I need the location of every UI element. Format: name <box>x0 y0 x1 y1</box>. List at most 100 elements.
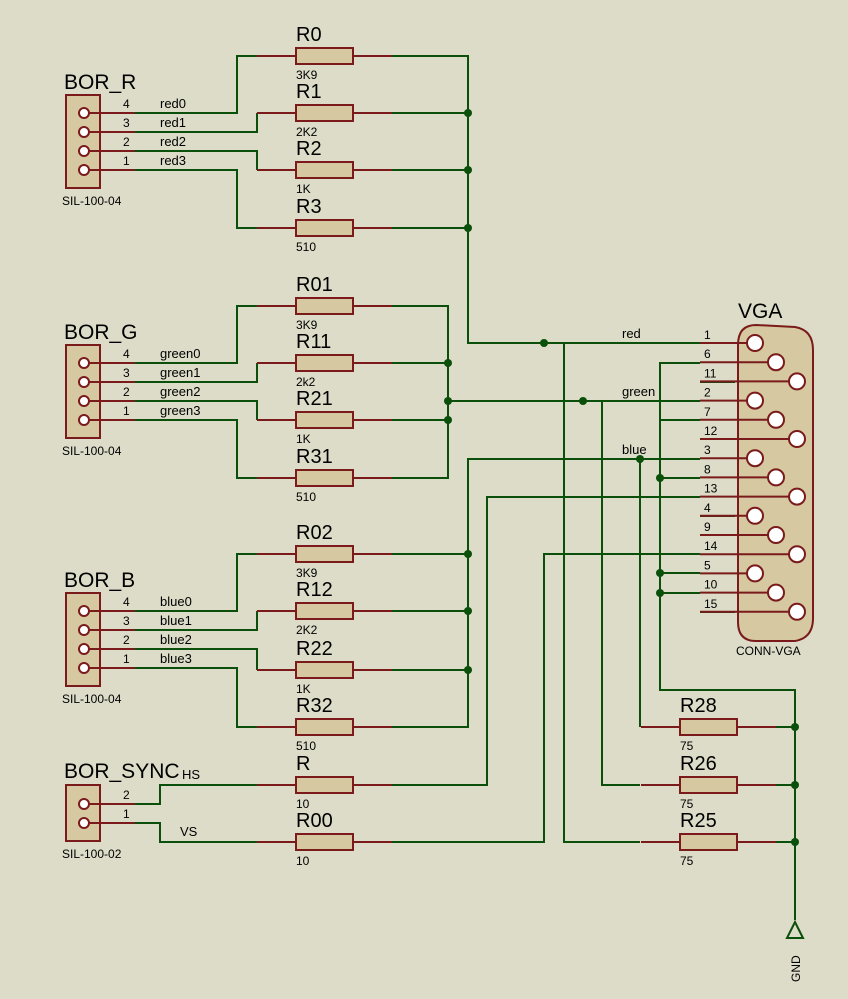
resistor-value: 3K9 <box>296 68 318 82</box>
resistor-r01[interactable]: R01 3K9 <box>257 274 392 332</box>
resistors: R03K9R12K2R21KR3510R013K9R112k2R211KR315… <box>257 24 776 868</box>
vga-pin-number: 13 <box>704 482 718 496</box>
resistor-body <box>679 776 738 794</box>
net-label: green2 <box>160 384 200 399</box>
resistor-ref: R1 <box>296 81 322 103</box>
resistor-value: 1K <box>296 182 311 196</box>
junctions <box>444 109 799 846</box>
vga-pin: 3 <box>700 443 764 468</box>
connector-bor-b[interactable]: BOR_B 4 3 2 1 blue0 blue1 blue2 blue3 SI… <box>62 569 192 706</box>
resistor-body <box>295 833 354 851</box>
ground-symbol: GND <box>785 919 805 982</box>
resistor-value: 510 <box>296 490 316 504</box>
vga-pin: 9 <box>700 520 785 544</box>
connector-title: BOR_R <box>64 71 136 94</box>
connector-title: BOR_G <box>64 321 138 344</box>
vga-pin: 7 <box>700 405 785 429</box>
vga-pin-number: 7 <box>704 405 711 419</box>
vga-title: VGA <box>738 300 782 323</box>
resistor-r[interactable]: R10 <box>257 753 392 811</box>
net-label: blue3 <box>160 651 192 666</box>
vga-pin-number: 1 <box>704 328 711 342</box>
vga-pin: 5 <box>700 558 764 583</box>
net-label: red0 <box>160 96 186 111</box>
vga-pin-hole <box>788 602 806 621</box>
vga-footprint: CONN-VGA <box>736 644 801 658</box>
resistor-ref: R32 <box>296 695 333 717</box>
pin-number: 4 <box>123 347 130 361</box>
resistor-value: 510 <box>296 240 316 254</box>
connector-bor-sync[interactable]: BOR_SYNC 2 1 HS VS SIL-100-02 <box>62 760 200 861</box>
resistor-r32[interactable]: R32 510 <box>257 695 392 753</box>
resistor-r25[interactable]: R25 75 <box>641 810 776 868</box>
resistor-value: 1K <box>296 682 311 696</box>
resistor-r00[interactable]: R00 10 <box>257 810 392 868</box>
resistor-ref: R21 <box>296 388 333 410</box>
vga-pin-number: 5 <box>704 558 711 572</box>
resistor-ref: R25 <box>680 810 717 832</box>
vga-pin-hole <box>767 468 785 487</box>
pin-number: 1 <box>123 404 130 418</box>
connector-bor-g[interactable]: BOR_G 4 3 2 1 green0 green1 green2 green… <box>62 321 200 458</box>
resistor-value: 2K2 <box>296 623 318 637</box>
resistor-ref: R00 <box>296 810 333 832</box>
vga-pin: 10 <box>700 578 785 602</box>
vga-pin: 15 <box>700 597 806 621</box>
vga-pin: 8 <box>700 462 785 487</box>
vga-pin-number: 3 <box>704 443 711 457</box>
resistor-ref: R11 <box>296 331 331 353</box>
net-label: red3 <box>160 153 186 168</box>
resistor-body <box>295 219 354 237</box>
connector-bor-r[interactable]: BOR_R 4 3 2 1 red0 red1 red2 red3 SIL-10… <box>62 71 186 208</box>
vga-pin-hole <box>788 487 806 506</box>
resistor-ref: R31 <box>296 446 333 468</box>
connector-title: BOR_B <box>64 569 135 592</box>
vga-pin-hole <box>746 391 764 410</box>
vga-pin-number: 14 <box>704 539 718 553</box>
resistor-body <box>295 297 354 315</box>
net-label: blue1 <box>160 613 192 628</box>
resistor-r12[interactable]: R12 2K2 <box>257 579 392 637</box>
resistor-ref: R01 <box>296 274 333 296</box>
connector-title: BOR_SYNC <box>64 760 180 783</box>
pin-number: 1 <box>123 652 130 666</box>
resistor-value: 510 <box>296 739 316 753</box>
vga-pin-hole <box>767 583 785 602</box>
connector-footprint: SIL-100-04 <box>62 692 122 706</box>
net-label: VS <box>180 824 198 839</box>
vga-pin-number: 8 <box>704 462 711 476</box>
pin-number: 1 <box>123 154 130 168</box>
resistor-value: 3K9 <box>296 318 318 332</box>
resistor-value: 10 <box>296 797 310 811</box>
resistor-r31[interactable]: R31 510 <box>257 446 392 504</box>
resistor-value: 10 <box>296 854 310 868</box>
vga-pin: 2 <box>700 386 764 410</box>
net-label: red1 <box>160 115 186 130</box>
net-label: HS <box>182 767 200 782</box>
pin-number: 2 <box>123 633 130 647</box>
pin-number: 3 <box>123 366 130 380</box>
resistor-value: 75 <box>680 739 694 753</box>
vga-pin-hole <box>767 526 785 544</box>
vga-pin-number: 11 <box>704 366 717 380</box>
net-label-red: red <box>622 326 641 341</box>
resistor-value: 75 <box>680 854 694 868</box>
resistor-ref: R12 <box>296 579 333 601</box>
resistor-body <box>295 718 354 736</box>
resistor-body <box>295 104 354 122</box>
resistor-body <box>295 47 354 65</box>
vga-pin-hole <box>767 410 785 429</box>
